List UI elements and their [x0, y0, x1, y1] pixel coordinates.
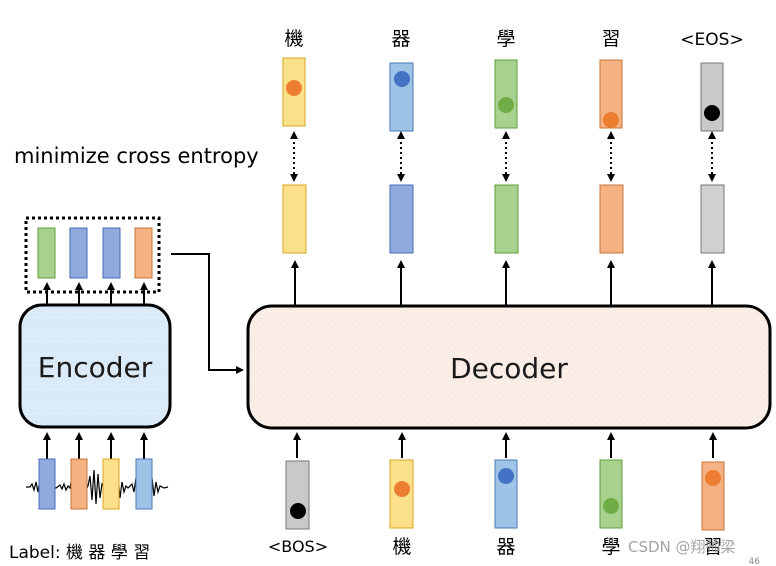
loss-label: minimize cross entropy [14, 144, 259, 168]
decoder-input-2 [494, 459, 518, 529]
encoder-output-vector-3 [102, 227, 121, 279]
decoder-input-bos [285, 460, 310, 530]
output-distribution-1 [282, 184, 307, 254]
input-feature-2 [70, 458, 88, 510]
output-distribution-4 [599, 184, 624, 254]
encoder-output-arrows [43, 282, 148, 304]
encoder-output-vector-1 [37, 227, 56, 279]
output-distribution-3 [494, 184, 519, 254]
input-feature-4 [135, 458, 153, 510]
watermark: CSDN @翔帅梁 [628, 538, 736, 556]
input-label-1: 機 [392, 536, 411, 558]
target-vector-2 [389, 62, 414, 132]
input-feature-3 [102, 458, 120, 510]
encoder-label: Encoder [38, 351, 153, 384]
decoder-label: Decoder [450, 352, 568, 385]
decoder-output-arrows [291, 260, 716, 305]
input-label-bos: <BOS> [268, 537, 328, 556]
encoder-decoder-connector [171, 253, 244, 374]
decoder-block: Decoder [246, 304, 772, 430]
output-label-1: 機 [284, 28, 303, 50]
decoder-input-arrows [293, 432, 717, 458]
input-label-2: 器 [496, 536, 515, 558]
encoder-input-arrows [43, 432, 148, 459]
target-vector-3 [494, 59, 518, 129]
target-vector-eos [700, 62, 724, 132]
output-distribution-2 [389, 184, 414, 254]
encoder-output-box [24, 216, 161, 294]
output-label-2: 器 [391, 28, 410, 50]
decoder-input-3 [599, 459, 623, 529]
target-vector-4 [599, 59, 623, 129]
encoder-block: Encoder [18, 303, 172, 429]
encoder-output-vector-4 [134, 227, 153, 279]
output-label-4: 習 [601, 28, 620, 50]
target-vector-1 [282, 57, 306, 127]
input-label-3: 學 [601, 536, 620, 558]
decoder-input-1 [389, 459, 414, 529]
output-label-eos: <EOS> [680, 30, 743, 50]
output-distribution-5 [700, 184, 725, 254]
page-number: 46 [749, 557, 761, 566]
input-feature-1 [38, 458, 56, 510]
output-label-3: 學 [496, 28, 515, 50]
cross-entropy-arrows [290, 131, 716, 182]
input-label-4: 習 [703, 536, 722, 558]
encoder-output-vector-2 [69, 227, 88, 279]
label-caption: Label: 機 器 學 習 [9, 543, 150, 563]
decoder-input-4 [701, 461, 725, 531]
